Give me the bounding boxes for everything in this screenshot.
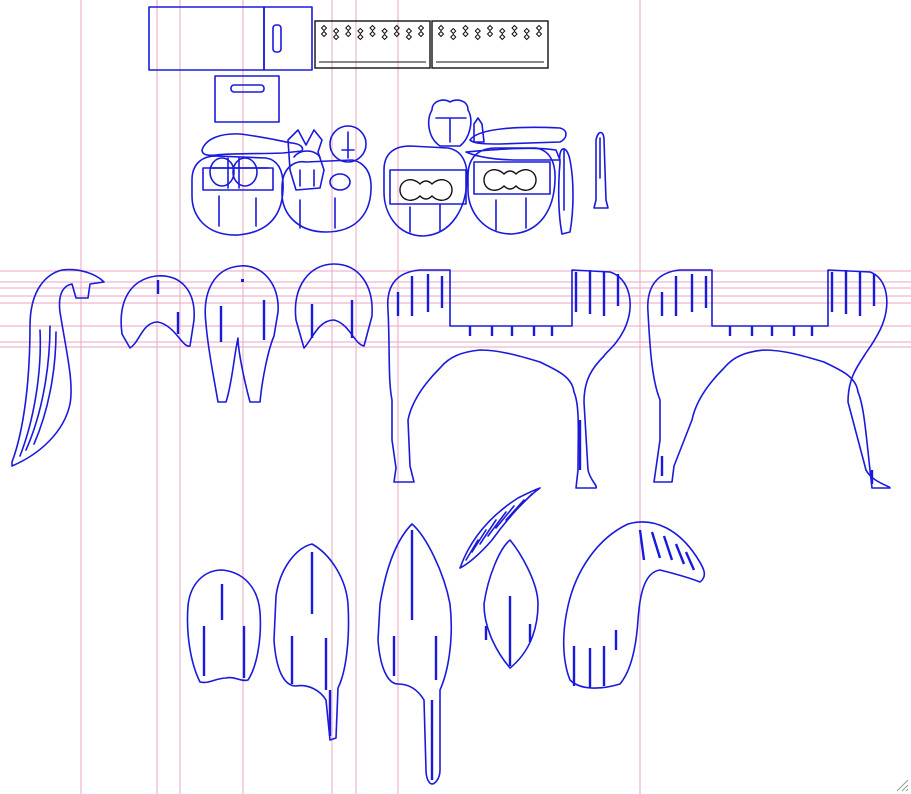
diamond-mark (499, 33, 506, 41)
diamond-mark (332, 27, 340, 35)
diamond-mark (320, 30, 328, 38)
tail[interactable] (11, 268, 105, 467)
diamond-mark (437, 24, 445, 32)
diamond-mark (450, 27, 457, 35)
patterned-strip-right[interactable] (431, 20, 549, 69)
diamond-mark (417, 24, 425, 32)
feather-arm-2[interactable] (465, 117, 567, 161)
diamond-mark (417, 30, 425, 38)
diamond-mark (381, 33, 388, 41)
diamond-mark (393, 24, 400, 32)
diamond-mark (405, 27, 413, 35)
diamond-mark (450, 33, 457, 41)
neck-plate-legged[interactable] (204, 265, 279, 403)
diamond-mark (357, 33, 364, 41)
diamond-mark (462, 30, 469, 38)
cut-parts (11, 6, 891, 785)
diamond-mark (486, 24, 494, 32)
resize-grip-icon[interactable] (895, 778, 909, 792)
diamond-mark (511, 30, 518, 38)
diamond-mark (332, 33, 340, 41)
box-side-panel[interactable] (263, 6, 313, 71)
diamond-mark (381, 27, 388, 35)
saddle-bag-goggles-left[interactable] (383, 145, 468, 237)
handle-panel[interactable] (214, 75, 280, 123)
neck-plate-arched[interactable] (294, 263, 373, 349)
diamond-mark (523, 33, 530, 41)
diamond-mark (486, 30, 494, 38)
diamond-mark (535, 30, 543, 38)
diamond-mark (345, 30, 352, 38)
diamond-mark (320, 24, 328, 32)
diamond-mark (437, 30, 445, 38)
diamond-mark (369, 24, 376, 32)
patterned-strip-left[interactable] (314, 20, 431, 69)
small-head-piece[interactable] (427, 99, 472, 147)
horse-body-left[interactable] (386, 269, 631, 489)
diamond-mark (405, 33, 413, 41)
diamond-mark (357, 27, 364, 35)
diamond-mark (499, 27, 506, 35)
diamond-mark (474, 27, 481, 35)
horse-head-neck[interactable] (562, 521, 706, 689)
horse-body-right[interactable] (647, 269, 891, 489)
leg-piece-3[interactable] (377, 523, 453, 785)
diamond-mark (511, 24, 518, 32)
leg-piece-1[interactable] (186, 569, 262, 684)
diamond-mark (369, 30, 376, 38)
dagger-piece[interactable] (557, 148, 574, 235)
diamond-mark (393, 30, 400, 38)
saddle-bag-goggles-right[interactable] (467, 147, 556, 235)
neck-plate-small[interactable] (120, 275, 195, 349)
leaf-feather[interactable] (459, 487, 541, 569)
saddle-bag-left[interactable] (191, 155, 284, 236)
diamond-mark (462, 24, 469, 32)
diamond-mark (535, 24, 543, 32)
feather-arm[interactable] (201, 133, 304, 157)
spike-piece[interactable] (593, 131, 609, 209)
leaf-piece[interactable] (483, 539, 539, 669)
leg-piece-2[interactable] (273, 543, 350, 741)
saddle-bag-center[interactable] (281, 129, 372, 233)
face-medallion[interactable] (329, 125, 367, 163)
diamond-mark (523, 27, 530, 35)
diamond-mark (474, 33, 481, 41)
box-front-panel[interactable] (148, 6, 265, 71)
diamond-mark (345, 24, 352, 32)
